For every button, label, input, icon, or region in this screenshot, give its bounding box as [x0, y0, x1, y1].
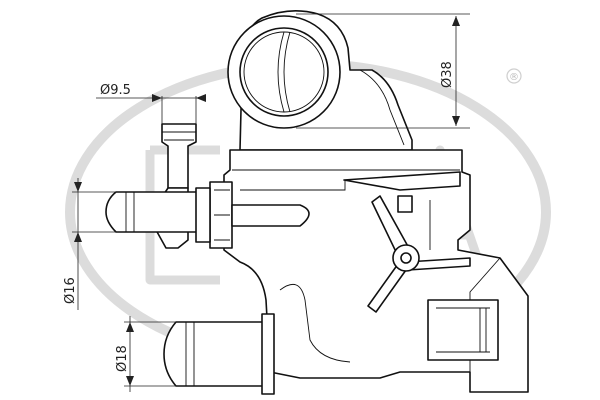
valve-top-plate: [343, 171, 461, 191]
valve-stem-block: [397, 195, 413, 213]
dimension-d16: Ø16: [63, 178, 116, 310]
bottom-spigot-bead: [185, 322, 195, 386]
d9-5-label: Ø9.5: [100, 83, 131, 98]
temperature-sender: [195, 181, 310, 249]
middle-spigot-body: [105, 191, 211, 233]
registered-mark: ®: [509, 72, 519, 83]
outlet-flange: [427, 299, 499, 361]
middle-hose-spigot: [105, 191, 211, 233]
small-nipple-body: [161, 123, 197, 189]
body-curve-line: [279, 283, 351, 363]
neck-fillet-line: [359, 69, 405, 146]
registered-mark-circle: [506, 68, 522, 84]
sender-terminal: [195, 187, 211, 243]
watermark-brand-text: ERA: [307, 393, 309, 396]
sender-probe: [231, 204, 310, 227]
bottom-hose-spigot: [163, 313, 275, 395]
top-outlet-port: [227, 15, 341, 129]
sender-hex-lines: [214, 189, 230, 241]
d16-extension-lines: [72, 191, 116, 233]
valve-hub-pin: [400, 252, 412, 264]
d38-label: Ø38: [440, 61, 455, 88]
dimension-d18: Ø18: [115, 316, 176, 392]
bottom-spigot-body: [163, 321, 267, 387]
flange-stud-lines: [479, 308, 487, 352]
dimension-d38: Ø38: [296, 13, 470, 129]
flange-inner-lines: [436, 307, 490, 353]
middle-spigot-bead: [125, 192, 135, 232]
d9-5-extension-lines: [161, 96, 197, 124]
outlet-bore-crease-1: [277, 31, 285, 113]
d16-label: Ø16: [63, 277, 78, 304]
dimension-d9-5: Ø9.5: [96, 83, 206, 124]
small-nipple-ribs: [162, 131, 196, 141]
d18-label: Ø18: [115, 345, 130, 372]
d38-extension-lines: [296, 13, 470, 129]
bottom-spigot-collar: [261, 313, 275, 395]
d18-extension-lines: [124, 321, 176, 387]
thermostat-valve: [343, 171, 471, 313]
outlet-bore-crease-2: [283, 31, 291, 113]
